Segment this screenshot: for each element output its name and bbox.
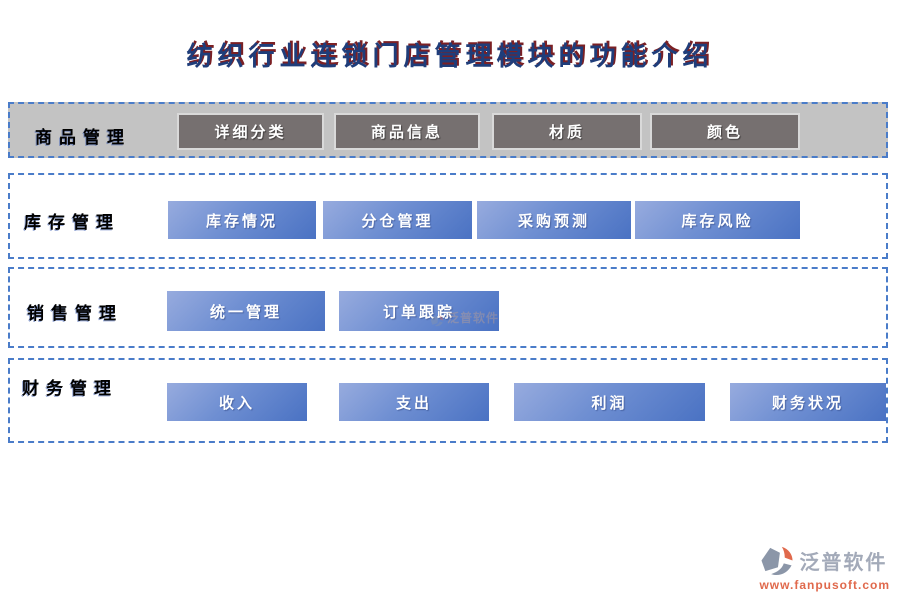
logo-company-name: 泛普软件 (799, 552, 888, 574)
row-label-inventory: 库存管理 (24, 213, 120, 232)
button-detailed-category[interactable]: 详细分类 (177, 113, 324, 150)
button-purchase-forecast[interactable]: 采购预测 (477, 201, 631, 239)
button-material[interactable]: 材质 (492, 113, 642, 150)
row-label-product: 商品管理 (35, 128, 131, 147)
row-product-management: 商品管理 详细分类 商品信息 材质 颜色 (8, 102, 888, 158)
button-color[interactable]: 颜色 (650, 113, 800, 150)
row-inventory-management: 库存管理 库存情况 分仓管理 采购预测 库存风险 (8, 173, 888, 259)
button-expense[interactable]: 支出 (339, 383, 489, 421)
logo-website-url[interactable]: www.fanpusoft.com (759, 578, 890, 592)
button-product-info[interactable]: 商品信息 (334, 113, 480, 150)
button-inventory-status[interactable]: 库存情况 (168, 201, 316, 239)
fanpu-logo-icon (761, 546, 793, 576)
button-unified-management[interactable]: 统一管理 (167, 291, 325, 331)
button-profit[interactable]: 利润 (514, 383, 705, 421)
row-label-finance: 财务管理 (22, 379, 118, 398)
row-label-sales: 销售管理 (27, 304, 123, 323)
page-title: 纺织行业连锁门店管理模块的功能介绍 (186, 42, 714, 71)
button-income[interactable]: 收入 (167, 383, 307, 421)
fanpu-logo: 泛普软件 www.fanpusoft.com (759, 544, 890, 592)
button-order-tracking[interactable]: 订单跟踪 (339, 291, 499, 331)
button-financial-status[interactable]: 财务状况 (730, 383, 886, 421)
button-warehouse-management[interactable]: 分仓管理 (323, 201, 472, 239)
button-inventory-risk[interactable]: 库存风险 (635, 201, 800, 239)
row-finance-management: 财务管理 收入 支出 利润 财务状况 (8, 358, 888, 443)
row-sales-management: 销售管理 统一管理 订单跟踪 泛普软件 (8, 267, 888, 348)
